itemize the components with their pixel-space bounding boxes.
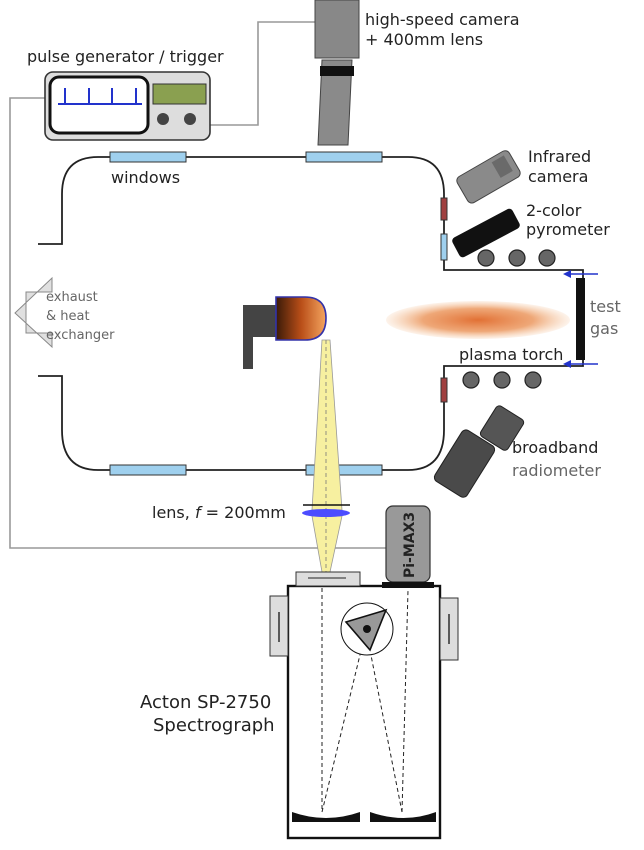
- sample-holder: [243, 296, 327, 369]
- pimax-label: Pi-MAX3: [402, 512, 418, 578]
- window-right-upper: [440, 197, 448, 221]
- spectrograph-label-line1: Acton SP-2750: [140, 692, 271, 713]
- pulse-generator: [44, 71, 211, 141]
- exhaust-label-line2: & heat: [46, 309, 90, 324]
- high-speed-camera: [314, 0, 360, 146]
- window-right-blue: [440, 233, 448, 261]
- window-bottom-right: [305, 464, 383, 476]
- windows-label: windows: [111, 168, 180, 187]
- lens: [302, 504, 350, 517]
- camera-label-line2: + 400mm lens: [365, 30, 483, 49]
- pimax-detector: [382, 505, 434, 588]
- window-top-right: [305, 151, 383, 163]
- infrared-camera: [456, 150, 521, 204]
- broadband-radiometer: [433, 405, 525, 498]
- test-gas-label-line1: test: [590, 297, 621, 316]
- torch-coils-top: [477, 249, 556, 267]
- radiometer-label-line1: broadband: [512, 438, 598, 457]
- window-top-left: [109, 151, 187, 163]
- torch-coils-bottom: [462, 371, 542, 389]
- infrared-label-line2: camera: [528, 167, 588, 186]
- pyrometer: [452, 208, 520, 258]
- test-gas-inlet: [563, 270, 598, 368]
- radiometer-label-line2: radiometer: [512, 461, 601, 480]
- spectrograph: [269, 571, 459, 840]
- trigger-wiring: [9, 21, 388, 549]
- lens-label: lens, f = 200mm: [152, 503, 286, 522]
- exhaust-label-line3: exchanger: [46, 328, 115, 343]
- exhaust-label-line1: exhaust: [46, 290, 98, 305]
- camera-label-line1: high-speed camera: [365, 10, 520, 29]
- windows: [109, 151, 448, 476]
- pyrometer-label-line2: pyrometer: [526, 220, 610, 239]
- window-bottom-left: [109, 464, 187, 476]
- optical-beam: [311, 339, 343, 511]
- exhaust-arrow: [14, 276, 53, 349]
- infrared-label-line1: Infrared: [528, 147, 591, 166]
- pulse-generator-label: pulse generator / trigger: [27, 47, 224, 66]
- spectrograph-label-line2: Spectrograph: [153, 715, 275, 736]
- window-right-lower: [440, 377, 448, 403]
- optical-beam-lower: [311, 515, 343, 573]
- pyrometer-label-line1: 2-color: [526, 201, 582, 220]
- plasma-flame: [386, 301, 570, 339]
- test-gas-label-line2: gas: [590, 319, 618, 338]
- plasma-torch-label: plasma torch: [459, 345, 563, 364]
